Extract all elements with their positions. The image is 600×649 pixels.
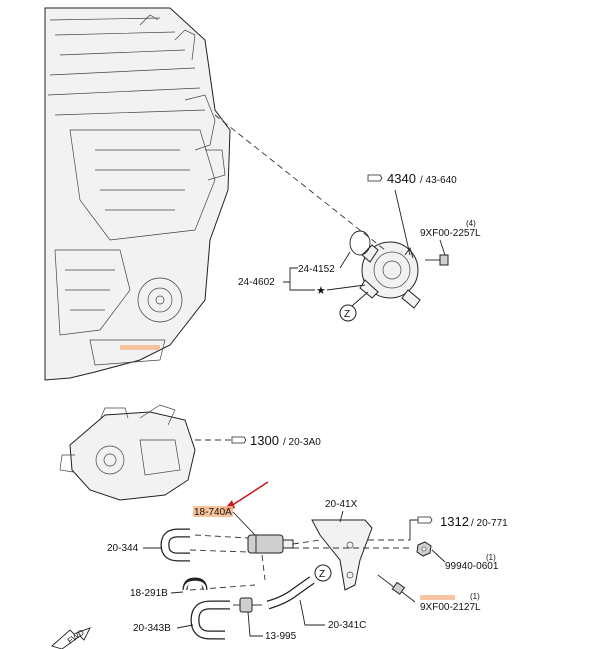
leader-18-291b — [170, 591, 184, 594]
leader-4340-arrow — [404, 246, 414, 259]
vacuum-pump[interactable] — [359, 241, 421, 309]
ref-4340-sub: / 43-640 — [420, 175, 457, 186]
leader-2257l — [439, 239, 446, 256]
part-99940-0601[interactable]: 99940-0601 — [445, 561, 499, 572]
bracket-20-41x[interactable] — [311, 519, 373, 591]
bracket-24-4602 — [283, 267, 315, 291]
hose-20-341c[interactable] — [266, 576, 315, 610]
ref-1312-sub: / 20-771 — [471, 518, 508, 529]
leader-hoses-lower — [189, 584, 256, 591]
part-9xf00-2127l[interactable]: 9XF00-2127L — [420, 602, 481, 613]
ref-1300[interactable]: 1300 — [250, 433, 279, 448]
leader-hose-down — [261, 554, 266, 581]
bolt-9xf00-2257l[interactable] — [425, 254, 449, 266]
part-24-4152[interactable]: 24-4152 — [298, 264, 335, 275]
leader-4340 — [394, 189, 411, 256]
leader-z1 — [351, 291, 369, 307]
vacuum-solenoid-18-740a[interactable] — [247, 534, 294, 554]
qty-4: (4) — [466, 219, 476, 228]
hose-20-343b[interactable] — [190, 600, 230, 640]
part-18-740a[interactable]: 18-740A — [194, 507, 232, 518]
part-18-291b[interactable]: 18-291B — [130, 588, 168, 599]
leader-1312-b — [409, 519, 418, 540]
ref-4340[interactable]: 4340 — [387, 171, 416, 186]
part-24-4602[interactable]: 24-4602 — [238, 277, 275, 288]
part-20-344[interactable]: 20-344 — [107, 543, 139, 554]
svg-text:Z: Z — [319, 569, 325, 580]
circle-z-icon: Z — [339, 304, 357, 322]
nut-99940-0601[interactable] — [416, 541, 432, 557]
o-ring-24-4152[interactable] — [349, 230, 371, 256]
hose-20-344[interactable] — [160, 528, 190, 562]
part-9xf00-2257l[interactable]: 9XF00-2257L — [420, 228, 481, 239]
leader-99940 — [431, 549, 446, 563]
leader-24-4152 — [339, 251, 351, 269]
hand-pointer-icon — [367, 174, 383, 182]
leader-20-341c — [299, 599, 325, 626]
fwd-arrow-icon: FWD — [51, 627, 91, 649]
qty-1b: (1) — [470, 592, 480, 601]
leader-2127l — [401, 591, 416, 603]
highlight-18-740a — [193, 506, 233, 517]
part-20-41x[interactable]: 20-41X — [325, 499, 358, 510]
qty-1a: (1) — [486, 553, 496, 562]
egr-assembly[interactable] — [59, 404, 196, 501]
ref-1300-sub: / 20-3A0 — [283, 437, 321, 448]
leader-hoses-right — [292, 539, 412, 549]
leader-engine-pump — [214, 114, 386, 251]
leader-20-343b — [176, 624, 194, 629]
circle-z-icon: Z — [314, 564, 332, 582]
highlight-2127l — [420, 595, 455, 600]
star-icon: ★ — [316, 284, 326, 297]
highlight-engine — [120, 345, 160, 350]
leader-13-995 — [247, 611, 263, 637]
clip-18-291b[interactable] — [182, 577, 208, 591]
leader-hoses-upper — [189, 534, 249, 553]
check-valve-13-995[interactable] — [233, 597, 262, 613]
leader-star — [326, 284, 366, 291]
engine-block[interactable] — [44, 7, 231, 381]
leader-20-41x — [339, 510, 344, 523]
part-20-343b[interactable]: 20-343B — [133, 623, 171, 634]
svg-text:Z: Z — [344, 309, 350, 320]
leader-18-740a — [232, 511, 256, 536]
part-20-341c[interactable]: 20-341C — [328, 620, 366, 631]
bolt-9xf00-2127l[interactable] — [377, 574, 406, 595]
hand-pointer-icon — [231, 436, 247, 444]
hand-pointer-icon — [417, 516, 433, 524]
part-13-995[interactable]: 13-995 — [265, 631, 297, 642]
ref-1312[interactable]: 1312 — [440, 514, 469, 529]
